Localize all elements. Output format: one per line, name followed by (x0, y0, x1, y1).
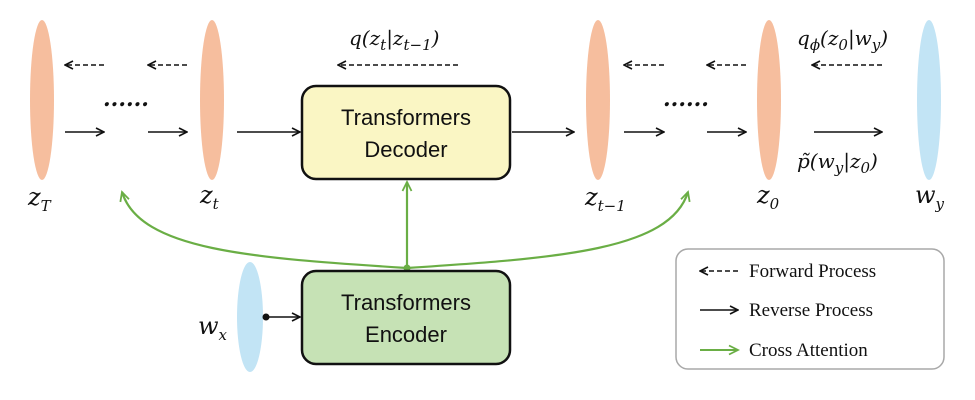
cross-attention-arrows (122, 182, 688, 270)
label-zt1: zt−1 (584, 183, 626, 215)
label-wy: wy (915, 181, 945, 213)
encoder-line2: Encoder (365, 322, 447, 347)
latent-zt (200, 20, 224, 180)
eq-q-phi: qϕ(z0|wy) (797, 26, 888, 54)
transformers-encoder: Transformers Encoder (300, 269, 512, 366)
label-zt: zt (199, 181, 220, 213)
latent-z0 (757, 20, 781, 180)
latent-zT (30, 20, 54, 180)
decoder-line2: Decoder (364, 137, 447, 162)
label-zT: zT (27, 183, 52, 215)
eq-q-forward: q(zt|zt−1) (349, 26, 439, 54)
transformers-decoder: Transformers Decoder (300, 84, 512, 181)
eq-p-tilde: p̃(wy|z0) (797, 149, 878, 177)
label-wx: wx (198, 312, 228, 344)
decoder-line1: Transformers (341, 105, 471, 130)
dots-left: ...... (103, 86, 149, 112)
legend: Forward Process Reverse Process Cross At… (675, 248, 945, 370)
latent-zt1 (586, 20, 610, 180)
legend-forward-label: Forward Process (749, 261, 876, 282)
encoder-line1: Transformers (341, 290, 471, 315)
label-z0: z0 (756, 181, 780, 213)
wx-connector-dot (262, 313, 270, 321)
legend-reverse-label: Reverse Process (749, 300, 873, 321)
word-wy (917, 20, 941, 180)
legend-cross-label: Cross Attention (749, 340, 868, 361)
reverse-arrows (65, 132, 882, 317)
word-wx (237, 262, 263, 372)
dots-right: ...... (663, 86, 709, 112)
